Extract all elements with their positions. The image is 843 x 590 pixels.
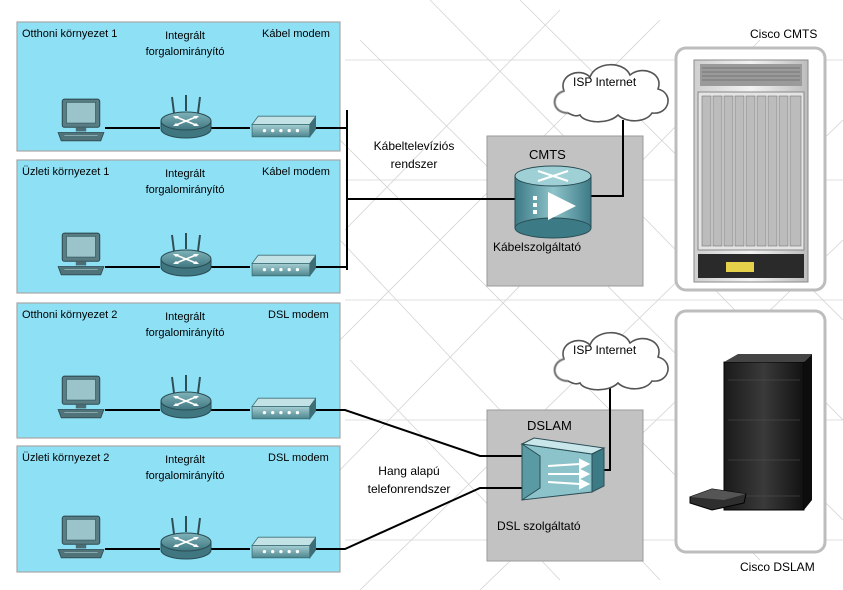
dslam-label: DSLAM [527, 418, 572, 433]
cable-network-label-line2: rendszer [390, 157, 438, 171]
cable-network-label-line1: Kábeltelevíziós [373, 139, 455, 153]
modem-label: DSL modem [268, 452, 329, 464]
cloud-icon [553, 331, 670, 392]
modem-label: Kábel modem [262, 28, 330, 40]
cisco-dslam-photo [689, 354, 812, 511]
router-label-line1: Integrált [165, 30, 205, 42]
computer-icon [57, 515, 105, 559]
cisco-cmts-photo [693, 59, 809, 283]
dsl-network-label-line1: Hang alapú [378, 464, 440, 478]
modem-label: DSL modem [268, 309, 329, 321]
router-label-line2: forgalomirányító [145, 327, 225, 339]
dsl-network-label: Hang alapú telefonrendszer [354, 462, 464, 498]
cisco-dslam-caption: Cisco DSLAM [740, 560, 815, 574]
modem-icon [251, 115, 316, 138]
dsl-network-label-line2: telefonrendszer [367, 482, 451, 496]
router-label: Integrált forgalomirányító [140, 166, 230, 198]
cable-provider-label: Kábelszolgáltató [493, 240, 582, 254]
cable-network-label: Kábeltelevíziós rendszer [354, 137, 474, 173]
environment-name: Üzleti környezet 1 [22, 166, 110, 178]
computer-icon [57, 375, 105, 419]
computer-icon [57, 98, 105, 142]
computer-icon [57, 232, 105, 276]
router-label-line1: Integrált [165, 454, 205, 466]
cloud-icon [553, 63, 670, 124]
cmts-label: CMTS [529, 147, 566, 162]
modem-icon [251, 397, 316, 420]
isp-internet-label: ISP Internet [573, 75, 637, 89]
router-label: Integrált forgalomirányító [140, 28, 230, 60]
environment-name: Otthoni környezet 2 [22, 309, 118, 321]
router-label-line1: Integrált [165, 168, 205, 180]
router-label-line2: forgalomirányító [145, 184, 225, 196]
modem-icon [251, 254, 316, 277]
isp-internet-label: ISP Internet [573, 343, 637, 357]
cable-network-lines [315, 110, 515, 270]
cisco-cmts-caption: Cisco CMTS [750, 27, 818, 41]
router-label: Integrált forgalomirányító [140, 309, 230, 341]
modem-icon [251, 536, 316, 559]
router-label-line2: forgalomirányító [145, 46, 225, 58]
router-label: Integrált forgalomirányító [140, 452, 230, 484]
lan-cables [105, 127, 250, 550]
dsl-provider-label: DSL szolgáltató [497, 519, 581, 533]
environment-name: Otthoni környezet 1 [22, 28, 118, 40]
dslam-switch-icon [520, 437, 606, 501]
modem-label: Kábel modem [262, 166, 330, 178]
dsl-phone-lines [315, 409, 530, 550]
cmts-router-icon [514, 165, 592, 239]
router-label-line2: forgalomirányító [145, 470, 225, 482]
environment-name: Üzleti környezet 2 [22, 452, 110, 464]
router-label-line1: Integrált [165, 311, 205, 323]
